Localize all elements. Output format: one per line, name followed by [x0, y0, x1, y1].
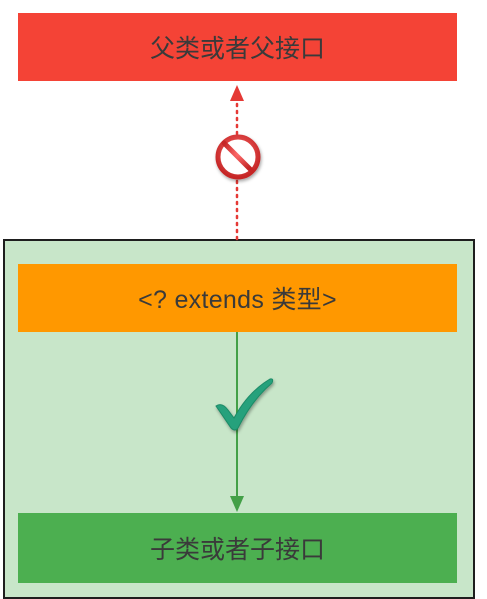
checkmark-icon	[215, 378, 274, 431]
prohibited-icon	[215, 134, 261, 180]
child-class-box: 子类或者子接口	[18, 513, 457, 583]
wildcard-extends-label: <? extends 类型>	[138, 286, 337, 314]
child-class-label: 子类或者子接口	[149, 536, 325, 564]
parent-class-label: 父类或者父接口	[149, 35, 325, 63]
wildcard-extends-box: <? extends 类型>	[18, 264, 457, 332]
parent-class-box: 父类或者父接口	[18, 13, 457, 81]
